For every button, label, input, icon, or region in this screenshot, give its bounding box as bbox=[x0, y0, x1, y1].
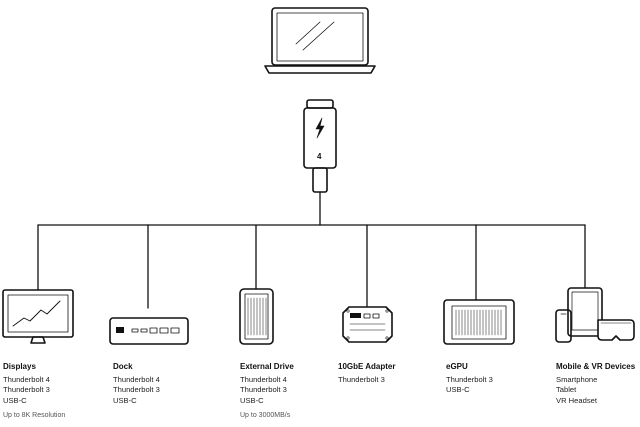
monitor-icon bbox=[2, 289, 74, 344]
device-external-drive: External Drive Thunderbolt 4 Thunderbolt… bbox=[240, 362, 350, 406]
device-spec: Thunderbolt 4 bbox=[113, 374, 160, 384]
laptop-icon bbox=[264, 7, 376, 74]
device-spec: USB-C bbox=[240, 395, 264, 405]
device-spec: VR Headset bbox=[556, 395, 597, 405]
cable-label: 4 bbox=[317, 152, 322, 161]
device-dock: Dock Thunderbolt 4 Thunderbolt 3 USB-C bbox=[113, 362, 223, 406]
thunderbolt-cable-icon bbox=[303, 99, 337, 193]
mobile-vr-icon bbox=[555, 287, 635, 343]
device-title: Dock bbox=[113, 362, 133, 371]
device-title: 10GbE Adapter bbox=[338, 362, 396, 371]
device-spec: Smartphone bbox=[556, 374, 598, 384]
device-title: eGPU bbox=[446, 362, 468, 371]
device-spec: Thunderbolt 4 bbox=[240, 374, 287, 384]
dock-icon bbox=[109, 317, 189, 345]
device-spec: Thunderbolt 3 bbox=[3, 385, 50, 394]
device-egpu: eGPU Thunderbolt 3 USB-C bbox=[446, 362, 556, 396]
device-mobile-vr: Mobile & VR Devices Smartphone Tablet VR… bbox=[556, 362, 640, 406]
device-title: External Drive bbox=[240, 362, 294, 371]
device-title: Mobile & VR Devices bbox=[556, 362, 636, 371]
device-spec: USB-C bbox=[113, 395, 137, 405]
device-spec: USB-C bbox=[3, 395, 27, 405]
device-spec: Thunderbolt 3 bbox=[240, 385, 287, 394]
device-spec: USB-C bbox=[446, 385, 470, 394]
device-title: Displays bbox=[3, 362, 36, 371]
egpu-icon bbox=[443, 299, 515, 345]
device-spec: Tablet bbox=[556, 385, 577, 394]
device-displays: Displays Thunderbolt 4 Thunderbolt 3 USB… bbox=[3, 362, 113, 406]
device-spec: Thunderbolt 4 bbox=[3, 374, 50, 384]
device-10gbe-adapter: 10GbE Adapter Thunderbolt 3 bbox=[338, 362, 448, 385]
device-spec: Thunderbolt 3 bbox=[446, 374, 493, 384]
external-drive-icon bbox=[239, 288, 274, 345]
device-spec: Thunderbolt 3 bbox=[338, 374, 385, 384]
device-note: Up to 8K Resolution bbox=[3, 412, 66, 419]
device-note: Up to 3000MB/s bbox=[240, 412, 291, 419]
network-adapter-icon bbox=[342, 306, 393, 343]
device-spec: Thunderbolt 3 bbox=[113, 385, 160, 394]
connector-lines bbox=[37, 191, 586, 309]
